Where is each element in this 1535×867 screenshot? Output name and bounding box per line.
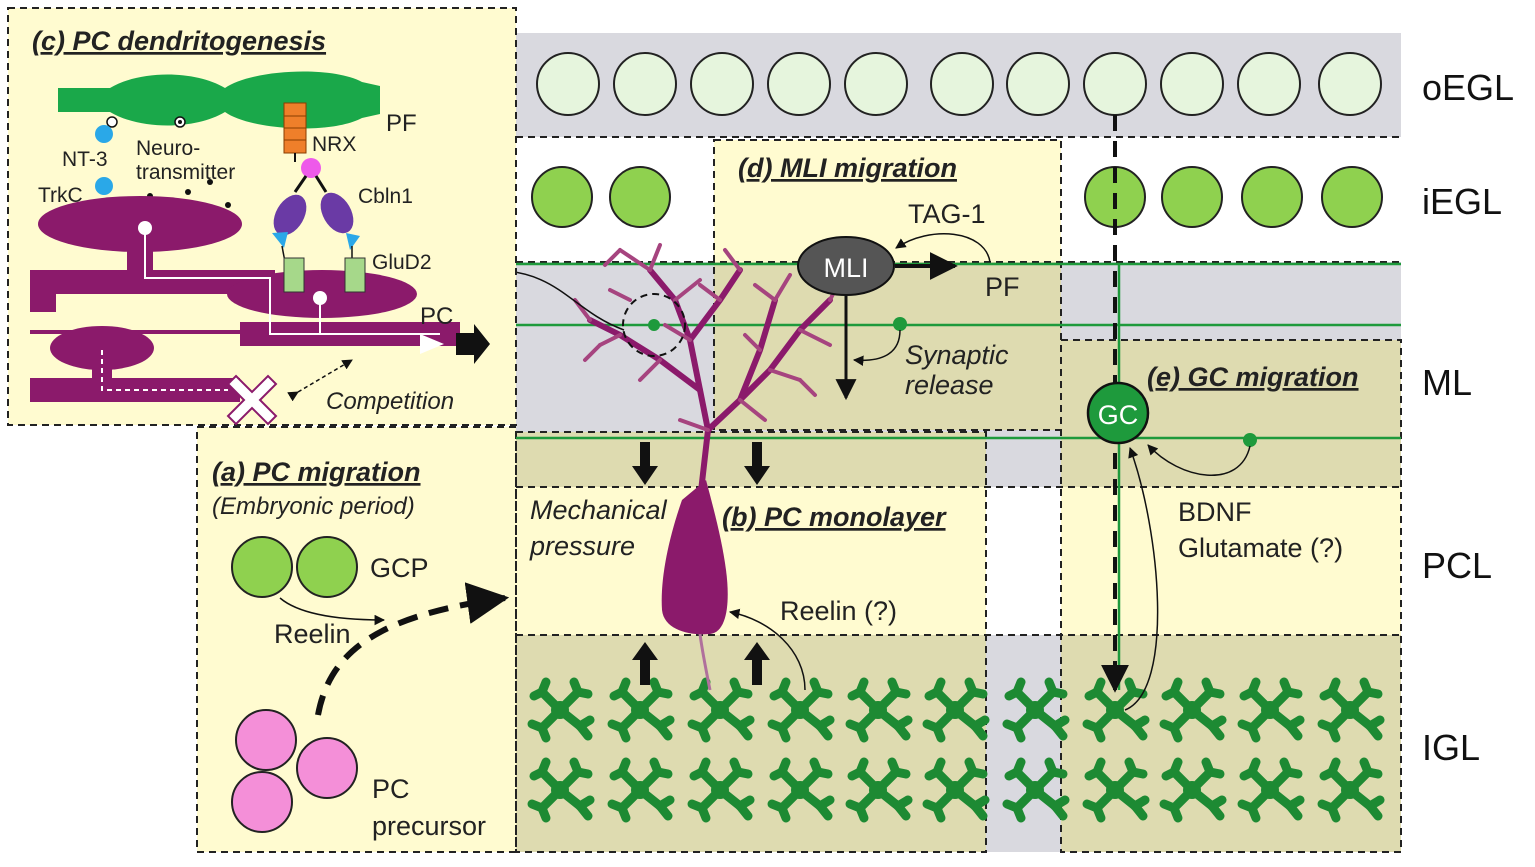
iegl-cells (531, 166, 1383, 228)
gc-pf-dot (1243, 433, 1257, 447)
pc-precursor-label-2: precursor (372, 811, 486, 841)
reelin-a-arrow (279, 597, 386, 626)
mechanical-pressure-label-1: Mechanical (530, 495, 668, 525)
mli-cell (797, 236, 895, 296)
panel-a-subtitle: (Embryonic period) (212, 493, 415, 520)
nt3-icon (95, 125, 113, 143)
nt3-bound-icon (95, 177, 113, 195)
purkinje-cell (573, 243, 842, 691)
reelin-b-arrow (728, 608, 806, 691)
layer-label-igl: IGL (1422, 727, 1480, 768)
bdnf-label: BDNF (1178, 497, 1252, 527)
vesicle-core (178, 120, 182, 124)
pc-migration-arrow (315, 582, 510, 716)
gc-cell (1086, 381, 1150, 445)
oegl-cells (536, 52, 1382, 116)
layer-label-oegl: oEGL (1422, 67, 1514, 108)
pcl-band-left (516, 487, 986, 635)
synaptic-release-arrow (852, 329, 901, 366)
mli-label: MLI (823, 253, 868, 283)
nrx-label: NRX (312, 133, 356, 156)
reelin-b-label: Reelin (?) (780, 596, 897, 626)
panel-c-title: (c) PC dendritogenesis (32, 26, 326, 56)
panel-b-title: (b) PC monolayer (722, 502, 947, 532)
pc-dendrite-weak-trace (101, 350, 228, 391)
oegl-cell (1006, 52, 1070, 116)
pc-precursor-cell (235, 709, 297, 771)
oegl-cell (1083, 52, 1147, 116)
pf-release-dot (893, 317, 907, 331)
pcl-upper-band-left (516, 432, 986, 487)
pf-label-c: PF (386, 110, 417, 137)
pc-precursor-label-1: PC (372, 774, 410, 804)
vesicle (106, 116, 118, 128)
panel-d-lower (714, 262, 1061, 430)
reelin-a-label: Reelin (274, 619, 351, 649)
nrx-complex (272, 102, 366, 293)
gcp-label: GCP (370, 553, 429, 583)
nt3-contact (138, 221, 152, 235)
iegl-cell (1161, 166, 1223, 228)
pc-precursor-cell (231, 771, 293, 833)
oegl-cell (767, 52, 831, 116)
gcp-cell (231, 536, 293, 598)
iegl-cell (1241, 166, 1303, 228)
gc-label: GC (1098, 400, 1139, 430)
glutamate-label: Glutamate (?) (1178, 533, 1343, 563)
elimination-cross-icon (226, 374, 278, 426)
glud2-label: GluD2 (372, 251, 432, 274)
oegl-cell (690, 52, 754, 116)
layer-label-iegl: iEGL (1422, 181, 1502, 222)
iegl-cell (531, 166, 593, 228)
tag1-label: TAG-1 (908, 199, 986, 229)
pc-precursor-cell (296, 737, 358, 799)
competition-label: Competition (326, 388, 454, 415)
layer-label-ml: ML (1422, 362, 1472, 403)
oegl-cell (613, 52, 677, 116)
tag1-arrow (895, 233, 991, 263)
trkc-label: TrkC (38, 184, 83, 207)
synapse-dot (648, 319, 660, 331)
panel-a-title: (a) PC migration (212, 457, 421, 487)
iegl-cell (609, 166, 671, 228)
synaptic-release-label-2: release (905, 370, 994, 400)
mechanical-pressure-label-2: pressure (529, 531, 635, 561)
panel-d-title: (d) MLI migration (738, 153, 957, 183)
oegl-cell (1237, 52, 1301, 116)
gc-glutamate-arrow (1147, 444, 1251, 477)
pf-label-d: PF (985, 272, 1020, 302)
oegl-cell (930, 52, 994, 116)
synaptic-release-label-1: Synaptic (905, 340, 1009, 370)
competition-arrow (287, 359, 353, 402)
neurotransmitter-label-2: transmitter (136, 161, 235, 184)
glud2-contact (313, 291, 327, 305)
gcp-cell (296, 536, 358, 598)
synapse-highlight (622, 293, 686, 357)
oegl-cell (1160, 52, 1224, 116)
panel-e-lower (1061, 635, 1401, 852)
iegl-cell (1321, 166, 1383, 228)
pc-label-c: PC (420, 303, 453, 330)
pcl-grey-gap (986, 432, 1061, 487)
cbln1-label: Cbln1 (358, 185, 413, 208)
nt3-label: NT-3 (62, 148, 108, 171)
panel-d-upper (714, 140, 1061, 262)
oegl-cell (1318, 52, 1382, 116)
panel-e-mid (1061, 487, 1401, 635)
oegl-cell (844, 52, 908, 116)
layer-labels: oEGL iEGL ML PCL IGL (1422, 67, 1514, 768)
gc-bdnf-arrow (1124, 447, 1159, 711)
layer-label-pcl: PCL (1422, 545, 1492, 586)
pc-growth-arrow (456, 324, 490, 364)
pressure-arrows (632, 442, 770, 685)
oegl-cell (536, 52, 600, 116)
neurotransmitter-label-1: Neuro- (136, 137, 200, 160)
pc-dendrite-arrowhead (420, 334, 444, 354)
panel-e-title: (e) GC migration (1147, 362, 1359, 392)
